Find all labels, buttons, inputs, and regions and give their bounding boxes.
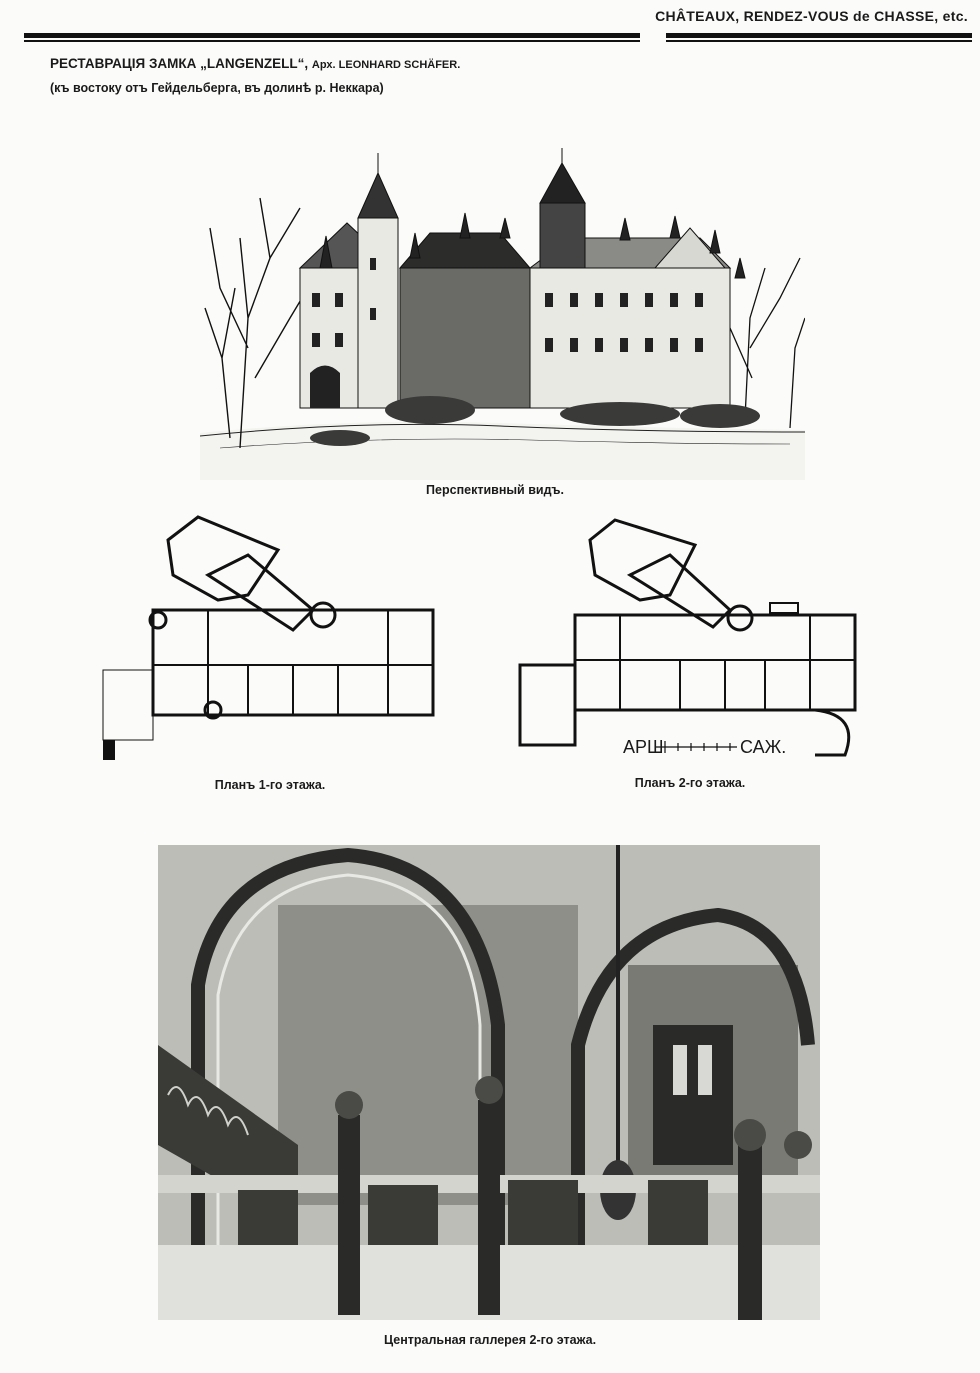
floor-plan-2: АРШ САЖ. [515, 515, 865, 770]
central-gallery-photo [158, 845, 820, 1320]
article-title-text: РЕСТАВРАЦІЯ ЗАМКА „LANGENZELL“, [50, 56, 309, 71]
architect-name: Арх. LEONHARD SCHÄFER. [311, 59, 461, 71]
scale-label-arsh: АРШ [623, 737, 664, 757]
header-rule-right [666, 33, 972, 43]
perspective-view-illustration [200, 118, 805, 480]
article-title: РЕСТАВРАЦІЯ ЗАМКА „LANGENZELL“, Арх. LEO… [50, 56, 460, 71]
floor-plan-1 [98, 515, 448, 770]
plan2-caption: Планъ 2-го этажа. [634, 776, 746, 790]
perspective-caption: Перспективный видъ. [426, 483, 564, 497]
running-header: CHÂTEAUX, RENDEZ-VOUS de CHASSE, etc. [655, 8, 968, 24]
plan1-caption: Планъ 1-го этажа. [214, 778, 326, 792]
header-rule-left [24, 33, 640, 43]
scale-label-sazh: САЖ. [740, 737, 787, 757]
gallery-caption: Центральная галлерея 2-го этажа. [383, 1333, 597, 1347]
article-subtitle: (къ востоку отъ Гейдельберга, въ долинѣ … [50, 81, 384, 95]
